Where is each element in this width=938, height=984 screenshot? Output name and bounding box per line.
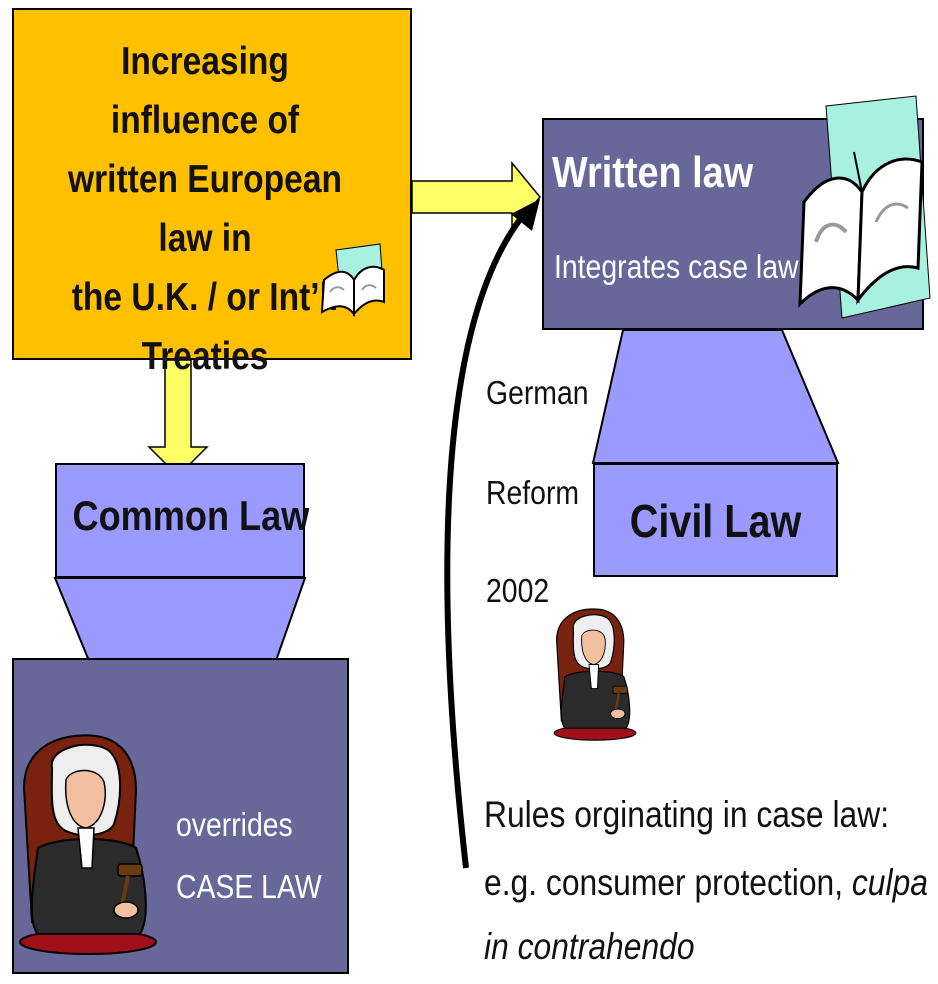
german-reform-line-3: 2002 xyxy=(486,572,550,609)
rules-line-1: Rules orginating in case law: xyxy=(484,794,890,835)
rules-line-2: e.g. consumer protection, culpa xyxy=(484,862,928,904)
case-law-line-1: overrides xyxy=(176,806,293,843)
case-law-line-2: CASE LAW xyxy=(176,868,322,905)
rules-line-3: in contrahendo xyxy=(484,926,695,967)
common-law-box xyxy=(55,463,305,578)
book-icon xyxy=(318,240,388,320)
curved-arrow-head xyxy=(511,199,540,231)
civil-law-label: Civil Law xyxy=(629,495,802,547)
rules-line-2-italic: culpa xyxy=(851,862,928,903)
civil-funnel-shape xyxy=(591,329,840,464)
rules-line-2-prefix: e.g. consumer protection, xyxy=(484,862,852,903)
european-law-line: the U.K. / or Int’l. xyxy=(71,276,339,319)
written-law-subtitle: Integrates case law xyxy=(554,248,799,285)
common-law-label: Common Law xyxy=(72,492,310,539)
european-law-line: Increasing influence of xyxy=(110,40,300,142)
judge-icon xyxy=(18,728,158,956)
german-reform-line-1: German xyxy=(486,374,589,411)
civil-law-box xyxy=(593,463,838,577)
book-icon xyxy=(796,92,934,328)
european-law-text: Increasing influence of written European… xyxy=(49,32,360,386)
german-reform-line-2: Reform xyxy=(486,474,580,511)
written-law-title: Written law xyxy=(552,148,754,197)
european-law-line: Treaties xyxy=(141,335,269,378)
curved-arrow-path xyxy=(444,211,528,869)
european-law-line: written European law in xyxy=(68,158,342,260)
yellow-arrow-down xyxy=(147,359,209,478)
judge-icon xyxy=(553,602,637,744)
